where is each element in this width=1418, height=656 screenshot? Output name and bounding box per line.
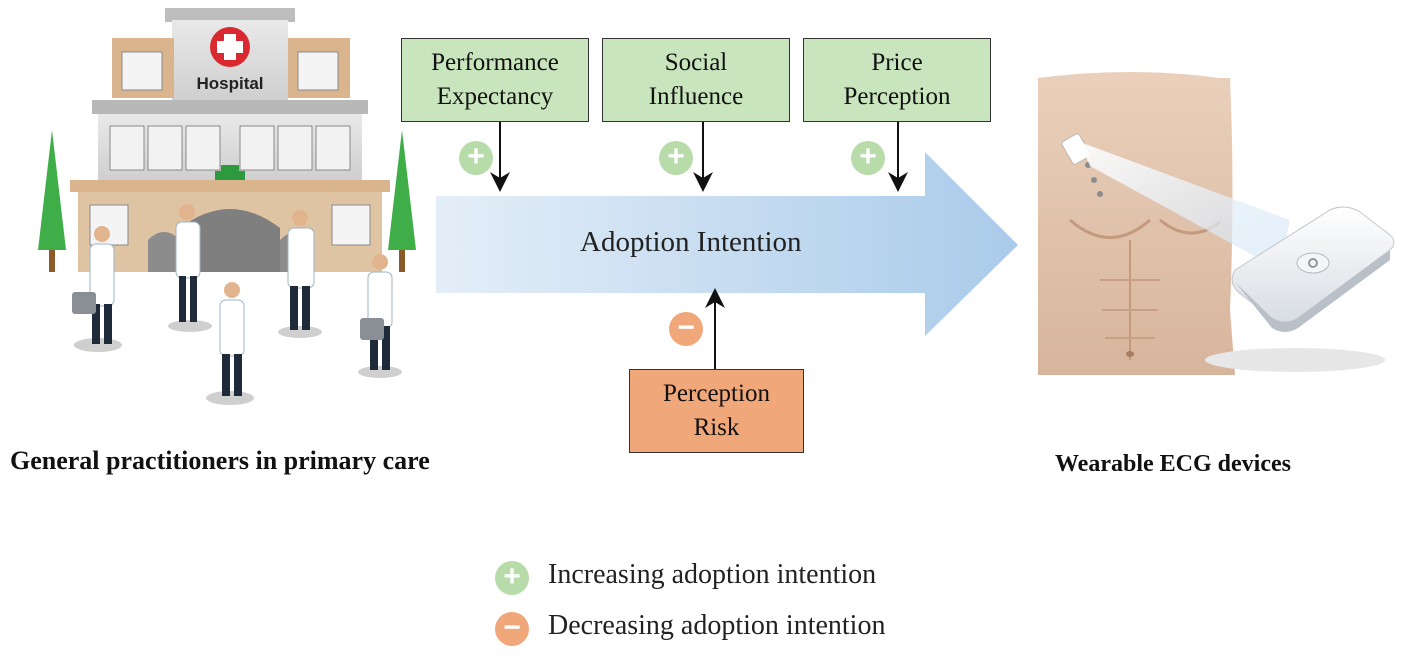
plus-icon: +: [851, 141, 885, 175]
adoption-arrow: [436, 152, 1018, 336]
factor-line: Expectancy: [436, 83, 554, 110]
minus-icon: −: [669, 312, 703, 346]
left-caption: General practitioners in primary care: [10, 446, 430, 475]
factor-line: Risk: [693, 414, 740, 441]
arrow-label: Adoption Intention: [580, 226, 802, 258]
plus-icon: +: [459, 141, 493, 175]
perception-risk-box: Perception Risk: [629, 369, 804, 453]
plus-icon: +: [659, 141, 693, 175]
factor-line: Performance: [431, 49, 559, 76]
right-caption: Wearable ECG devices: [1055, 451, 1291, 477]
hospital-sign: Hospital: [196, 74, 263, 93]
ecg-device-illustration: [1038, 72, 1395, 375]
legend-minus-icon: −: [495, 612, 529, 646]
factor-line: Price: [871, 49, 923, 76]
factor-line: Perception: [663, 380, 770, 407]
hospital-illustration: Hospital: [38, 8, 416, 405]
factor-line: Influence: [648, 83, 744, 110]
legend-decrease-label: Decreasing adoption intention: [548, 610, 886, 641]
performance-expectancy-box: Performance Expectancy: [401, 38, 589, 122]
doctor-figures: [72, 204, 402, 405]
price-perception-box: Price Perception: [803, 38, 991, 122]
factor-line: Social: [664, 49, 728, 76]
factor-line: Perception: [843, 83, 951, 110]
legend-increase-label: Increasing adoption intention: [548, 559, 877, 590]
social-influence-box: Social Influence: [602, 38, 790, 122]
legend-plus-icon: +: [495, 561, 529, 595]
